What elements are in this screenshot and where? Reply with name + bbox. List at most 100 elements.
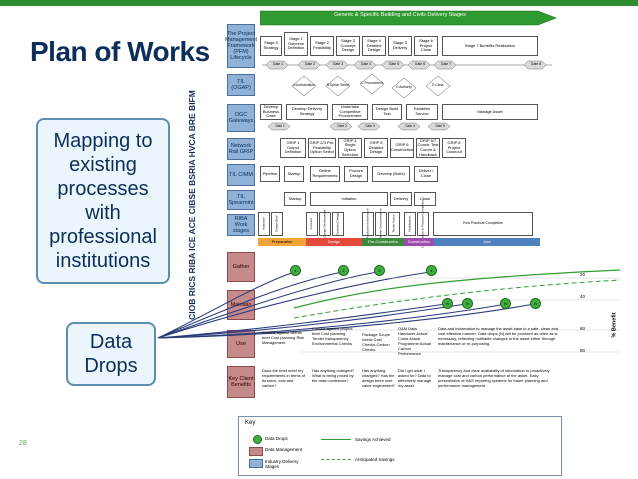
maintain-drop-1: N	[442, 298, 453, 309]
gather-drop-2: 2	[338, 265, 349, 276]
cimm-develop-build: Develop (Build)	[372, 166, 410, 182]
pfm-gate-7: Gate 7	[440, 62, 452, 66]
ogc-gateway-5: Establish Service	[406, 104, 438, 120]
page-number: 28	[19, 440, 27, 447]
savings-tick-40: 40	[580, 294, 586, 299]
benefit-col-3: Has anything changed? Has the design bee…	[362, 368, 395, 388]
row-label-spearmint: TIL Spearmint	[227, 190, 255, 210]
ogc-diamond-c: C Procurement	[361, 81, 383, 85]
benefit-col-5: Transparency and clear availability of i…	[438, 368, 550, 388]
key-savings-achieved-label: Savings Achieved	[355, 437, 391, 442]
grip-4: GRIP 4 Single Option Selection	[338, 138, 362, 158]
delivery-stages-banner: Generic & Specific Building and Civils D…	[260, 9, 560, 27]
key-title: Key	[245, 420, 256, 426]
row-label-gather: Gather	[227, 252, 255, 282]
pfm-stage-1: Stage 1 Outcome Definition	[284, 32, 308, 56]
riba-technical-design: Technical Design	[332, 212, 344, 236]
gather-drop-1: 1	[290, 265, 301, 276]
riba-tender-action: Tender Action	[388, 212, 400, 236]
riba-mobilisation: Mobilisation	[404, 212, 416, 236]
pfm-gate-3: Gate 3	[332, 62, 344, 66]
key-industry-stages-label: Industry Delivery Stages	[265, 459, 299, 469]
grip-1: GRIP 1 Output Definition	[280, 138, 306, 158]
spearmint-startup: Startup	[284, 192, 306, 206]
page-title: Plan of Works	[30, 36, 210, 67]
riba-appraisal: Appraisal	[258, 212, 270, 236]
row-label-pfm: The Project Management Framework (PFM) L…	[225, 24, 257, 68]
key-data-management-label: Data Management	[265, 447, 303, 452]
ogc-gate-row: Gate 1 Gate 2 Gate 3 Gate 4 Gate 5	[262, 122, 462, 131]
key-data-drops-label: Data Drops	[265, 436, 288, 441]
grip-6-7: GRIP 6/7 Constr. Test Comm & Handback	[416, 137, 440, 158]
riba-production-information: Production Information	[362, 209, 374, 239]
gather-drop-3: 3	[374, 265, 385, 276]
top-accent-bar	[0, 0, 638, 6]
mapping-callout-text: Mapping to existing processes with profe…	[49, 130, 157, 272]
gather-drop-4: 4	[426, 265, 437, 276]
grip-8: GRIP 8 Project Closeout	[442, 138, 466, 158]
riba-design-development: Design Development	[319, 210, 331, 238]
pfm-stage-4: Stage 4 Detailed Design	[362, 36, 386, 56]
phase-preparation: Preparation	[258, 238, 306, 246]
row-label-riba: RIBA Work stages	[227, 214, 255, 236]
ogc-gateway-6: Manage Asset	[442, 104, 538, 120]
maintain-drop-4: N	[530, 298, 541, 309]
use-col-4: O&M Data Handover Actual Costs Actual Pr…	[398, 326, 431, 356]
ogc-gateway-1: Develop Business Case	[260, 104, 282, 120]
pfm-gate-6: Gate 6	[414, 62, 426, 66]
key-anticipated-savings-label: Anticipated Savings	[355, 457, 395, 462]
key-industry-stages-swatch	[249, 459, 263, 468]
use-col-2: Checks against project brief Cost planni…	[312, 326, 353, 346]
cimm-deliver-close: Deliver / Close	[414, 166, 438, 182]
mapping-callout: Mapping to existing processes with profe…	[36, 118, 170, 284]
ogc-gate-4: Gate 4	[405, 124, 415, 128]
riba-tender-documentation: Tender Documentation	[375, 209, 387, 239]
ogc-decision-points: A Authorisation B Option Select C Procur…	[262, 72, 552, 100]
savings-tick-20: 20	[580, 272, 586, 277]
ogc-gate-5: Gate 5	[435, 124, 445, 128]
maintain-drop-2: N	[462, 298, 473, 309]
cimm-startup: Startup	[284, 166, 304, 182]
key-data-drop-icon	[253, 435, 262, 444]
spearmint-delivery: Delivery	[390, 192, 412, 206]
grip-5: GRIP 5 Detailed Design	[364, 138, 388, 158]
riba-design-brief: Design Brief	[271, 212, 283, 236]
use-col-1: Checks against clients brief Cost planni…	[262, 330, 305, 345]
data-drops-callout-text: Data Drops	[84, 331, 138, 377]
key-anticipated-savings-line	[321, 459, 351, 460]
banner-text: Generic & Specific Building and Civils D…	[334, 12, 466, 18]
use-col-5: Data and information to manage the asset…	[438, 326, 559, 346]
ogc-gateway-4: Design Build Test	[372, 104, 402, 120]
spearmint-close: Close	[414, 192, 436, 206]
savings-tick-80: 80	[580, 348, 586, 353]
key-data-management-swatch	[249, 447, 263, 456]
row-label-ogc: TIL (OGAP)	[227, 74, 255, 96]
riba-concept: Concept	[306, 212, 318, 236]
maintain-drop-3: N	[500, 298, 511, 309]
row-label-ogc-gateways: OGC Gateways	[227, 104, 255, 132]
pfm-gate-2: Gate 2	[304, 62, 316, 66]
riba-stages: Appraisal Design Brief Concept Design De…	[258, 200, 540, 248]
riba-construction: Construction to Practical Completion	[417, 200, 429, 248]
pfm-stage-7: Stage 7 Benefits Realisation	[442, 36, 538, 56]
grip-2-3: GRIP 2/3 Pre-Feasibility Option Select	[308, 138, 336, 158]
benefit-col-4: Did I get what I asked for? Data to effe…	[398, 368, 432, 388]
ogc-gate-3: Gate 3	[365, 124, 375, 128]
phase-band: Preparation Design Pre-Construction Cons…	[258, 238, 540, 246]
phase-design: Design	[306, 238, 362, 246]
pfm-stage-5: Stage 5 Delivery	[388, 36, 412, 56]
row-label-key-client-benefits: Key Client Benefits	[227, 366, 255, 398]
phase-pre-construction: Pre-Construction	[362, 238, 404, 246]
phase-construction: Construction	[404, 238, 434, 246]
savings-axis-label: % Benefit	[612, 312, 618, 338]
pfm-gate-4: Gate 4	[360, 62, 372, 66]
riba-post-practical-completion: Post Practical Completion	[433, 212, 533, 236]
pfm-gate-5: Gate 5	[388, 62, 400, 66]
ogc-diamond-a: A Authorisation	[293, 83, 315, 87]
phase-use: Use	[434, 238, 540, 246]
ogc-gateway-3: Undertake Competitive Procurement	[332, 104, 368, 120]
use-col-3: Package Scope check Cost Checks Carbon C…	[362, 332, 391, 352]
pfm-stage-3: Stage 3 Concept Design	[336, 36, 360, 56]
spearmint-initiation: Initiation	[310, 192, 388, 206]
benefit-col-2: Has anything changed? What is being pric…	[312, 368, 355, 383]
